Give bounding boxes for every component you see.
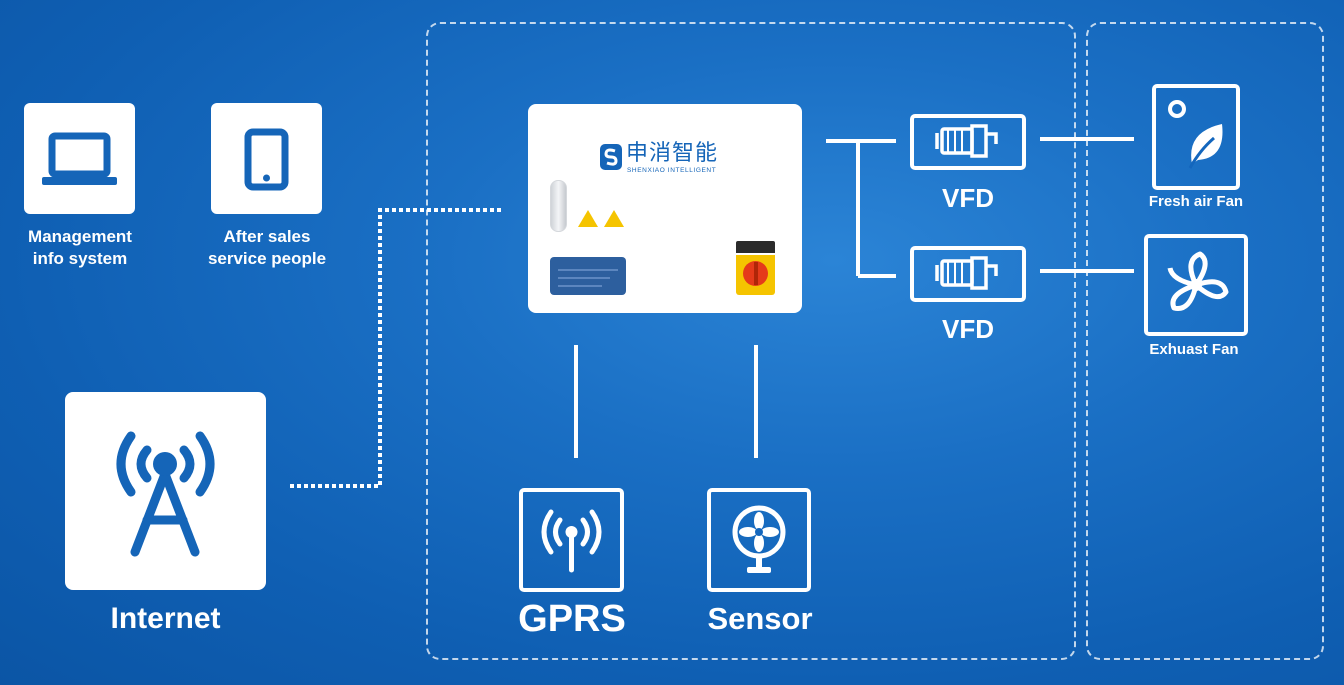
radio-tower-icon <box>116 431 215 557</box>
after-sales-label: After sales service people <box>207 227 327 268</box>
controller-group-box <box>426 22 1076 660</box>
exhaust-fan-icon <box>1167 251 1229 311</box>
vfd-top-box <box>910 114 1026 170</box>
fresh-air-fan-box <box>1152 84 1240 190</box>
brand-name-en: SHENXIAO INTELLIGENT <box>627 167 717 174</box>
tablet-icon <box>244 128 289 191</box>
gprs-label: GPRS <box>518 598 626 640</box>
internet-link-line <box>290 208 503 488</box>
fresh-air-fan-label: Fresh air Fan <box>1148 193 1244 210</box>
signal-antenna-icon <box>541 509 602 573</box>
exhaust-fan-box <box>1144 234 1248 336</box>
internet-tile <box>65 392 266 590</box>
after-sales-tile <box>211 103 322 214</box>
motor-icon <box>935 256 998 290</box>
brand-logo-icon <box>600 144 622 170</box>
motor-icon <box>935 124 998 158</box>
laptop-icon <box>42 132 117 185</box>
main-switch <box>736 241 775 295</box>
management-tile <box>24 103 135 214</box>
brand-name-cn: 申消智能 <box>626 141 719 166</box>
vfd-top-label: VFD <box>942 183 994 213</box>
gprs-icon-box <box>519 488 624 592</box>
internet-label: Internet <box>110 602 221 635</box>
exhaust-fan-label: Exhuast Fan <box>1149 341 1239 358</box>
vfd-bottom-label: VFD <box>942 314 994 344</box>
warning-triangle-icon <box>578 210 624 227</box>
indicator-light <box>550 180 567 232</box>
management-label: Management info system <box>28 227 132 268</box>
controller-panel: 申消智能 SHENXIAO INTELLIGENT <box>528 104 802 313</box>
fan-group-box <box>1086 22 1324 660</box>
desk-fan-icon <box>732 505 786 573</box>
leaf-icon <box>1168 100 1223 169</box>
sensor-icon-box <box>707 488 811 592</box>
display-screen <box>550 257 626 295</box>
sensor-label: Sensor <box>707 601 813 636</box>
vfd-bottom-box <box>910 246 1026 302</box>
